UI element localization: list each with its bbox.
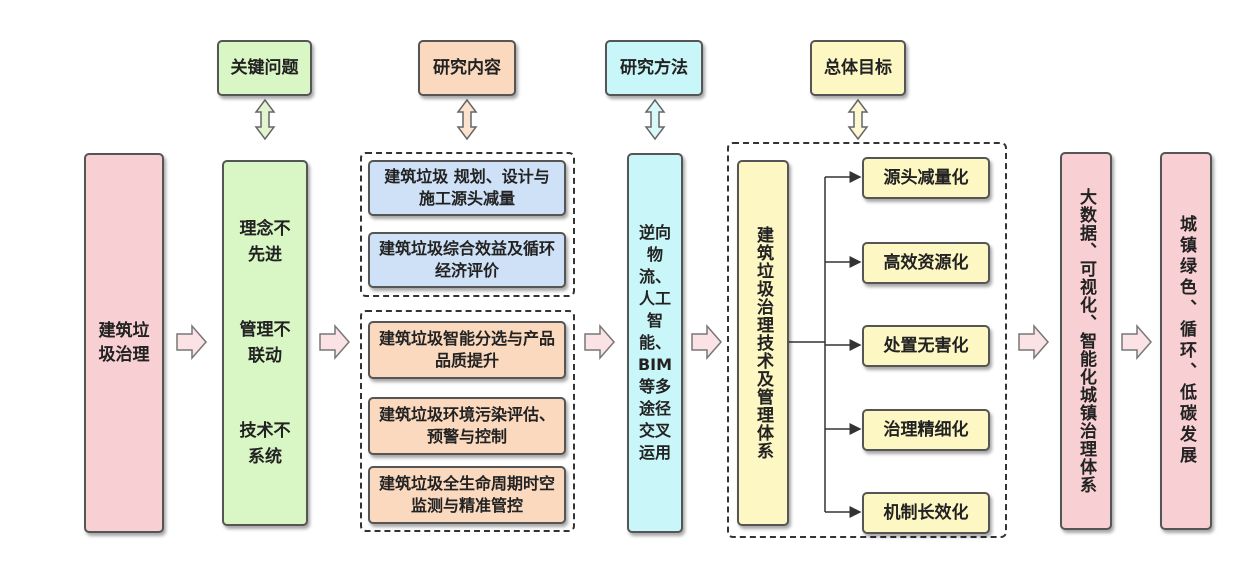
big-data-governance-text: 大数据、可视化、智能化城镇治理体系 <box>1076 188 1096 494</box>
content-text: 建筑垃圾 规划、设计与施工源头减量 <box>384 167 550 208</box>
flow-arrow-6 <box>1121 324 1152 360</box>
goal-text: 处置无害化 <box>883 336 969 356</box>
research-method-box: 逆向物流、人工智能、BIM等多途径交叉运用 <box>627 153 683 533</box>
goal-text: 机制长效化 <box>883 503 969 523</box>
content-text: 建筑垃圾智能分选与产品品质提升 <box>378 329 555 370</box>
content-box-evaluation: 建筑垃圾综合效益及循环经济评价 <box>368 232 566 288</box>
header-key-issues-text: 关键问题 <box>230 58 299 78</box>
goal-text: 源头减量化 <box>883 168 969 188</box>
flow-arrow-2 <box>319 324 350 360</box>
management-system-box: 建筑垃圾治理技术及管理体系 <box>737 160 789 526</box>
goal-branch-connector <box>788 171 862 518</box>
header-research-content: 研究内容 <box>418 40 516 96</box>
header-research-method-text: 研究方法 <box>620 58 688 78</box>
research-content-group-bottom <box>360 310 575 532</box>
research-content-group-top <box>360 152 575 297</box>
content-text: 建筑垃圾全生命周期时空监测与精准管控 <box>378 474 555 515</box>
construction-waste-governance-text: 建筑垃圾治理 <box>98 321 150 365</box>
content-box-reduction: 建筑垃圾 规划、设计与施工源头减量 <box>368 160 566 216</box>
goal-harmless-disposal: 处置无害化 <box>862 325 990 367</box>
double-arrow-overall-goal <box>847 98 869 141</box>
content-box-sorting: 建筑垃圾智能分选与产品品质提升 <box>368 321 566 379</box>
issue-item: 管理不联动 <box>239 319 291 366</box>
issue-item: 理念不先进 <box>239 219 291 266</box>
big-data-governance-box: 大数据、可视化、智能化城镇治理体系 <box>1060 152 1112 530</box>
goal-resource-utilization: 高效资源化 <box>862 242 990 284</box>
research-method-text: 逆向物流、人工智能、BIM等多途径交叉运用 <box>637 223 673 462</box>
goal-refined-governance: 治理精细化 <box>862 409 990 451</box>
header-research-content-text: 研究内容 <box>433 58 501 78</box>
header-research-method: 研究方法 <box>605 40 703 96</box>
goal-long-term-mechanism: 机制长效化 <box>862 492 990 534</box>
flow-arrow-4 <box>691 324 722 360</box>
flow-arrow-5 <box>1018 324 1049 360</box>
content-box-monitoring: 建筑垃圾全生命周期时空监测与精准管控 <box>368 466 566 524</box>
content-box-pollution: 建筑垃圾环境污染评估、预警与控制 <box>368 397 566 455</box>
double-arrow-key-issues <box>254 98 276 141</box>
green-development-text: 城镇绿色、循环、低碳发展 <box>1176 215 1196 467</box>
flow-arrow-3 <box>584 324 615 360</box>
green-development-box: 城镇绿色、循环、低碳发展 <box>1160 152 1212 530</box>
goal-system-group <box>727 142 1007 538</box>
content-text: 建筑垃圾环境污染评估、预警与控制 <box>378 405 555 446</box>
content-text: 建筑垃圾综合效益及循环经济评价 <box>378 239 555 280</box>
double-arrow-research-method <box>644 98 666 141</box>
goal-text: 治理精细化 <box>883 420 969 440</box>
header-overall-goal: 总体目标 <box>810 40 906 96</box>
double-arrow-research-content <box>456 98 478 141</box>
key-issues-box: 理念不先进 管理不联动 技术不系统 <box>222 160 308 526</box>
management-system-text: 建筑垃圾治理技术及管理体系 <box>753 226 773 460</box>
header-key-issues: 关键问题 <box>217 40 312 96</box>
construction-waste-governance-box: 建筑垃圾治理 <box>84 153 164 533</box>
header-overall-goal-text: 总体目标 <box>824 58 892 78</box>
flow-arrow-1 <box>176 324 207 360</box>
goal-text: 高效资源化 <box>883 253 969 273</box>
goal-source-reduction: 源头减量化 <box>862 157 990 199</box>
issue-item: 技术不系统 <box>239 420 291 467</box>
